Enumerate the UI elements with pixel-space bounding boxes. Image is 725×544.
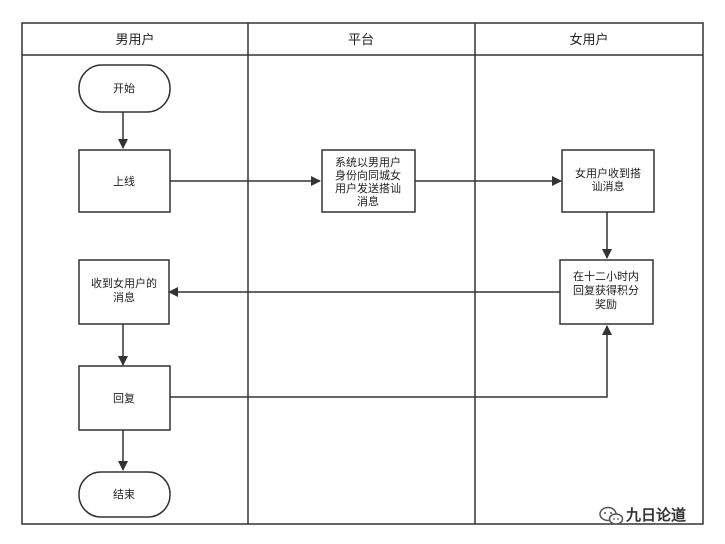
platform-send-node: 系统以男用户 身份向同城女 用户发送搭讪 消息	[321, 149, 416, 213]
female-receive-node: 女用户收到搭 讪消息	[561, 149, 655, 213]
platform-send-line-4: 消息	[357, 194, 379, 208]
male-receive-line-1: 收到女用户的	[91, 276, 157, 290]
platform-send-line-3: 用户发送搭讪	[335, 181, 401, 195]
reply-reward-line-2: 回复获得积分	[573, 283, 639, 297]
end-node: 结束	[78, 471, 171, 518]
arrow-reply-to-reply-reward	[170, 325, 612, 398]
lane-title-male-user: 男用户	[115, 32, 154, 48]
reply-reward-node: 在十二小时内 回复获得积分 奖励	[559, 259, 654, 325]
reply-node: 回复	[78, 365, 171, 431]
start-node: 开始	[78, 64, 171, 113]
diagram-border	[21, 22, 704, 525]
lane-title-platform: 平台	[348, 33, 374, 48]
watermark-label: 九日论道	[625, 506, 686, 524]
platform-send-node-shape	[321, 149, 416, 213]
platform-send-line-2: 身份向同城女	[335, 168, 401, 182]
male-receive-node: 收到女用户的 消息	[78, 259, 170, 325]
end-node-label: 结束	[113, 488, 135, 501]
male-receive-node-shape	[78, 259, 170, 325]
start-node-label: 开始	[113, 81, 135, 95]
end-node-shape	[78, 471, 171, 518]
online-node: 上线	[78, 149, 171, 213]
online-node-shape	[78, 149, 171, 213]
reply-node-shape	[78, 365, 171, 431]
platform-send-line-1: 系统以男用户	[335, 155, 401, 169]
watermark: 九日论道	[599, 506, 686, 525]
male-receive-line-2: 消息	[113, 290, 135, 304]
reply-reward-node-shape	[559, 259, 654, 325]
lane-title-female-user: 女用户	[569, 32, 608, 48]
start-node-shape	[78, 64, 171, 113]
female-receive-line-2: 讪消息	[592, 179, 625, 193]
female-receive-node-shape	[561, 149, 655, 213]
female-receive-line-1: 女用户收到搭	[575, 166, 641, 180]
wechat-icon	[599, 506, 624, 525]
online-node-label: 上线	[113, 174, 135, 188]
reply-node-label: 回复	[113, 391, 135, 405]
reply-reward-line-1: 在十二小时内	[573, 269, 639, 283]
reply-reward-line-3: 奖励	[595, 297, 617, 311]
